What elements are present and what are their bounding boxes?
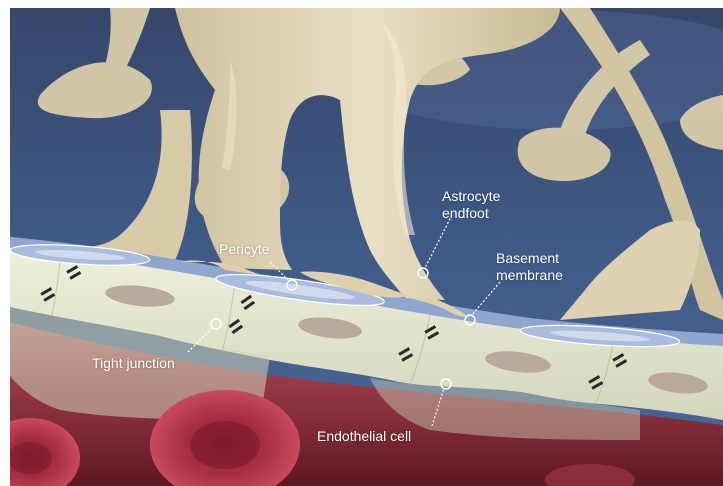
tight-junction-label-text: Tight junction bbox=[92, 355, 175, 372]
pericyte-label: Pericyte bbox=[219, 241, 270, 258]
endothelial-cell-label: Endothelial cell bbox=[317, 428, 411, 445]
pericyte-label-text: Pericyte bbox=[219, 241, 270, 258]
basement-membrane-label-line2: membrane bbox=[496, 267, 563, 284]
astrocyte-endfoot-label-line2: endfoot bbox=[442, 205, 500, 222]
astrocyte-endfoot-label-line1: Astrocyte bbox=[442, 188, 500, 205]
left-border bbox=[0, 8, 10, 486]
top-border bbox=[0, 0, 723, 8]
endothelial-cell-label-text: Endothelial cell bbox=[317, 428, 411, 445]
astrocyte-endfoot-label: Astrocyte endfoot bbox=[442, 188, 500, 222]
basement-membrane-label: Basement membrane bbox=[496, 250, 563, 284]
tight-junction-label: Tight junction bbox=[92, 355, 175, 372]
basement-membrane-label-line1: Basement bbox=[496, 250, 563, 267]
